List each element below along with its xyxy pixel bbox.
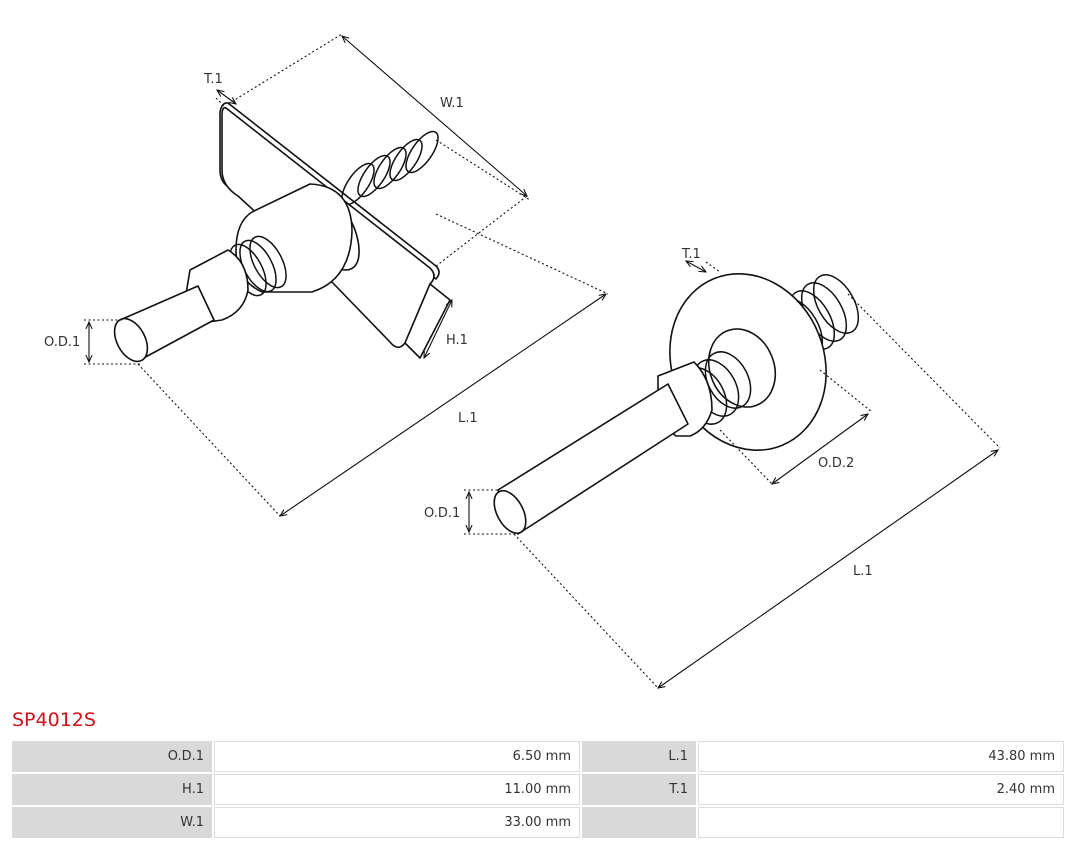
spec-table: O.D.1 6.50 mm L.1 43.80 mm H.1 11.00 mm …: [10, 739, 1066, 840]
left-brush-part: [113, 102, 451, 363]
left-spring: [341, 130, 439, 206]
right-l1-label: L.1: [853, 564, 873, 579]
spec-value: 33.00 mm: [214, 807, 580, 838]
spec-value: 11.00 mm: [214, 774, 580, 805]
spec-value: [698, 807, 1064, 838]
table-row: O.D.1 6.50 mm L.1 43.80 mm: [12, 741, 1064, 772]
left-t1-label: T.1: [203, 72, 223, 87]
right-brush-part: [493, 273, 860, 535]
left-l1-label: L.1: [458, 411, 478, 426]
spec-key: [582, 807, 696, 838]
left-od1-label: O.D.1: [44, 335, 80, 350]
table-row: H.1 11.00 mm T.1 2.40 mm: [12, 774, 1064, 805]
technical-drawing: T.1 W.1 O.D.1 H.1 L.1: [44, 33, 1001, 700]
spec-key: O.D.1: [12, 741, 212, 772]
spec-key: W.1: [12, 807, 212, 838]
spec-value: 6.50 mm: [214, 741, 580, 772]
spec-key: T.1: [582, 774, 696, 805]
spec-key: L.1: [582, 741, 696, 772]
spec-value: 43.80 mm: [698, 741, 1064, 772]
spec-key: H.1: [12, 774, 212, 805]
right-t1-label: T.1: [681, 247, 701, 262]
right-od2-label: O.D.2: [818, 456, 854, 471]
left-dimensions: T.1 W.1 O.D.1 H.1 L.1: [44, 33, 609, 516]
spec-value: 2.40 mm: [698, 774, 1064, 805]
product-code-title: SP4012S: [12, 709, 96, 731]
table-row: W.1 33.00 mm: [12, 807, 1064, 838]
left-w1-label: W.1: [440, 96, 464, 111]
left-h1-label: H.1: [446, 333, 468, 348]
right-dimensions: T.1 O.D.1 O.D.2 L.1: [424, 247, 1001, 688]
right-od1-label: O.D.1: [424, 506, 460, 521]
